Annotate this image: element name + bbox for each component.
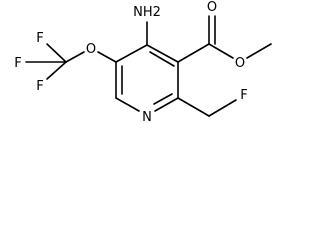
label-nh2: NH2 (133, 5, 161, 20)
bond-o-methyl (246, 43, 272, 59)
label-f-ch2f: F (240, 88, 247, 103)
bond-c2-n1 (154, 97, 179, 112)
bond-c4-c3-inner (149, 51, 175, 67)
bond-c4-c3 (146, 44, 179, 63)
bond-c5-o-ether (97, 51, 117, 63)
label-f-cf3-left: F (14, 56, 21, 71)
label-f-cf3-top: F (36, 31, 43, 46)
molecule-diagram: NH2 N O O O F F F F (14, 0, 272, 125)
bond-cf3-f-top (46, 43, 67, 63)
bond-ch2-f (208, 99, 237, 117)
label-o-ester-single: O (235, 56, 245, 71)
bond-c2-n1-inner (153, 93, 173, 105)
label-o-ether: O (86, 42, 96, 57)
bond-c3-carbonyl (177, 43, 210, 63)
bond-cf3-f-bottom (46, 61, 67, 80)
label-o-ester-double: O (207, 0, 217, 15)
label-f-cf3-bottom: F (36, 79, 43, 94)
bond-carbonyl-o-single (208, 43, 234, 59)
label-n-ring: N (142, 110, 152, 125)
bond-c5-c4 (115, 44, 148, 63)
structure-svg: NH2 N O O O F F F F (14, 0, 272, 125)
bond-n1-c6 (115, 97, 140, 112)
bond-c2-ch2 (177, 97, 210, 117)
bond-o-cf3 (65, 51, 85, 63)
